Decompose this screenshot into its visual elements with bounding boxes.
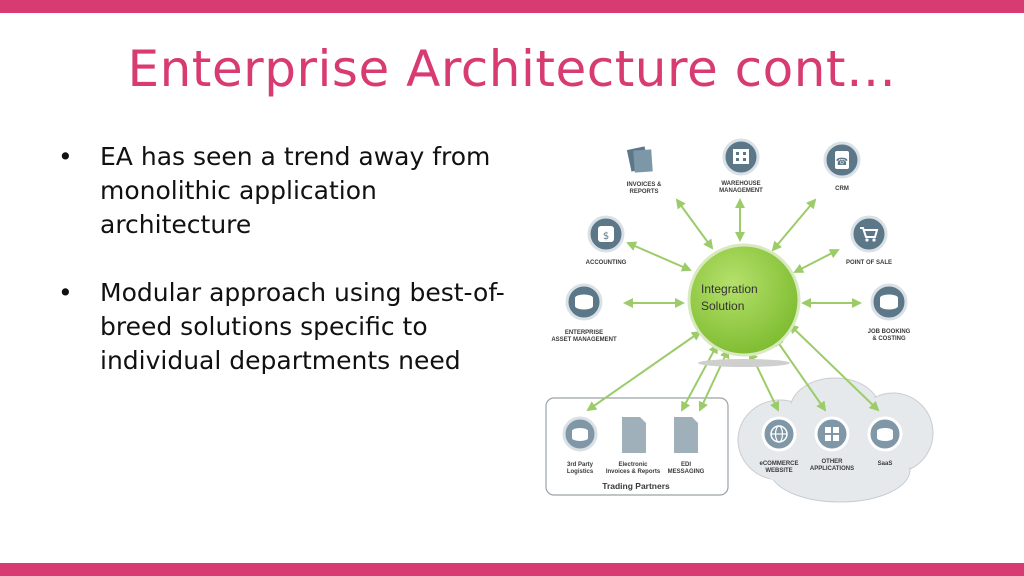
hub-label: Integration Solution bbox=[701, 281, 758, 315]
node-label: ASSET MANAGEMENT bbox=[551, 337, 617, 343]
cloud-label: APPLICATIONS bbox=[810, 466, 854, 472]
node-label: REPORTS bbox=[629, 189, 658, 195]
partner-label: Invoices & Reports bbox=[606, 469, 661, 475]
node-point-of-sale: POINT OF SALE bbox=[846, 215, 892, 266]
hub-label-line: Solution bbox=[701, 299, 745, 313]
cloud-ecommerce-website: eCOMMERCE WEBSITE bbox=[759, 416, 799, 474]
partner-label: Electronic bbox=[618, 462, 648, 468]
bullet-item: • EA has seen a trend away from monolithi… bbox=[58, 140, 508, 242]
partner-edi-messaging: EDI MESSAGING bbox=[668, 417, 705, 475]
integration-hub bbox=[687, 243, 801, 357]
bullet-item: • Modular approach using best-of-breed so… bbox=[58, 276, 508, 378]
bottom-accent-bar bbox=[0, 563, 1024, 576]
cloud-label: SaaS bbox=[878, 461, 893, 467]
svg-text:☎: ☎ bbox=[836, 157, 848, 168]
node-label: INVOICES & bbox=[627, 182, 662, 188]
hub-shadow bbox=[698, 359, 790, 367]
cart-icon bbox=[850, 215, 888, 253]
node-invoices-reports: INVOICES & REPORTS bbox=[627, 146, 662, 195]
node-label: & COSTING bbox=[872, 336, 906, 342]
node-label: POINT OF SALE bbox=[846, 260, 892, 266]
trading-partners-title: Trading Partners bbox=[602, 481, 670, 491]
node-label: ACCOUNTING bbox=[586, 260, 627, 266]
partner-electronic-invoices: Electronic Invoices & Reports bbox=[606, 417, 661, 475]
slide-title: Enterprise Architecture cont… bbox=[127, 40, 897, 98]
bullet-marker: • bbox=[58, 142, 73, 171]
bullet-text: EA has seen a trend away from monolithic… bbox=[100, 142, 491, 239]
cloud-label: OTHER bbox=[822, 459, 844, 465]
partner-label: Logistics bbox=[567, 469, 594, 475]
bullet-list: • EA has seen a trend away from monolithi… bbox=[58, 140, 508, 412]
svg-text:$: $ bbox=[603, 231, 609, 242]
partner-label: 3rd Party bbox=[567, 462, 594, 468]
partner-3rd-party-logistics: 3rd Party Logistics bbox=[562, 416, 598, 475]
partner-label: MESSAGING bbox=[668, 469, 705, 475]
document-icon bbox=[674, 417, 698, 453]
cloud-other-applications: OTHER APPLICATIONS bbox=[810, 416, 854, 472]
document-icon bbox=[622, 417, 646, 453]
node-job-booking-costing: JOB BOOKING & COSTING bbox=[868, 283, 911, 342]
documents-icon bbox=[626, 146, 653, 173]
cloud-label: WEBSITE bbox=[765, 468, 792, 474]
node-enterprise-asset-management: ENTERPRISE ASSET MANAGEMENT bbox=[551, 283, 617, 343]
node-label: WAREHOUSE bbox=[721, 181, 760, 187]
integration-diagram: INVOICES & REPORTS WAREHOUSE MANAGEMENT … bbox=[545, 138, 934, 503]
connection-arrows bbox=[586, 198, 880, 412]
node-warehouse-management: WAREHOUSE MANAGEMENT bbox=[719, 138, 763, 194]
top-accent-bar bbox=[0, 0, 1024, 13]
node-accounting: $ ACCOUNTING bbox=[586, 215, 627, 266]
cloud-label: eCOMMERCE bbox=[759, 461, 798, 467]
bullet-text: Modular approach using best-of-breed sol… bbox=[100, 278, 505, 375]
partner-label: EDI bbox=[681, 462, 691, 468]
bullet-marker: • bbox=[58, 278, 73, 307]
apps-icon bbox=[814, 416, 850, 452]
hub-label-line: Integration bbox=[701, 282, 758, 296]
node-crm: ☎ CRM bbox=[823, 141, 861, 192]
cloud-saas: SaaS bbox=[867, 416, 903, 467]
node-label: MANAGEMENT bbox=[719, 188, 763, 194]
node-label: JOB BOOKING bbox=[868, 329, 911, 335]
node-label: ENTERPRISE bbox=[565, 330, 603, 336]
node-label: CRM bbox=[835, 186, 849, 192]
